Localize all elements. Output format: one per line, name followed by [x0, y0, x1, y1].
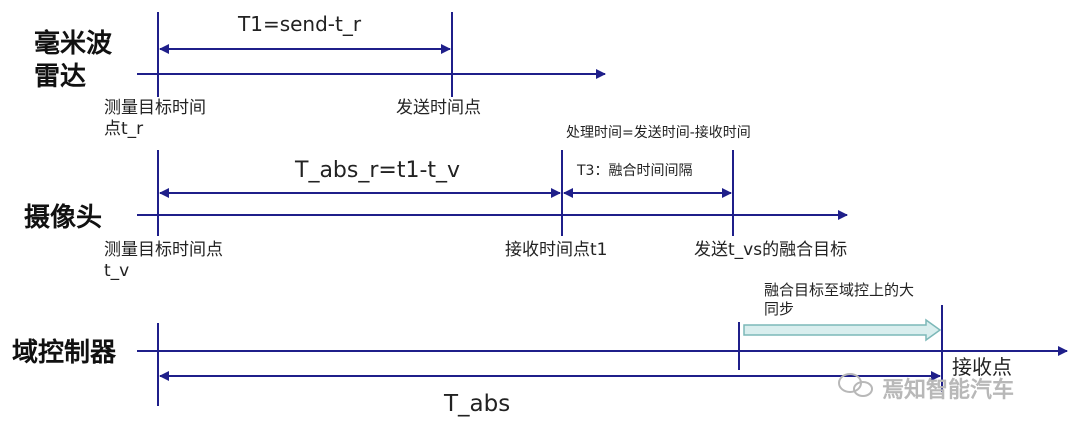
- row-title-domain-controller: 域控制器: [12, 338, 117, 368]
- wechat-icon: [838, 373, 873, 397]
- camera-t3-label: T3：融合时间间隔: [577, 163, 693, 179]
- row-title-radar: 毫米波 雷达: [34, 29, 113, 92]
- row-title-camera: 摄像头: [24, 203, 103, 233]
- radar-interval-label: T1=send-t_r: [238, 12, 362, 36]
- domain-sync-label: 融合目标至域控上的大同步: [764, 281, 915, 318]
- watermark-text: 焉知智能汽车: [882, 378, 1015, 403]
- sync-block-arrow: [743, 318, 942, 342]
- camera-start-label: 测量目标时间点t_v: [104, 240, 223, 282]
- camera-abs-r-label: T_abs_r=t1-t_v: [295, 158, 461, 183]
- camera-receive-label: 接收时间点t1: [505, 240, 608, 260]
- camera-send-label: 发送t_vs的融合目标: [694, 240, 848, 260]
- camera-processing-note: 处理时间=发送时间-接收时间: [566, 125, 751, 141]
- radar-send-label: 发送时间点: [396, 98, 481, 118]
- radar-start-label: 测量目标时间点t_r: [104, 98, 206, 140]
- domain-abs-label: T_abs: [444, 391, 511, 417]
- domain-receive-label: 接收点: [952, 355, 1012, 379]
